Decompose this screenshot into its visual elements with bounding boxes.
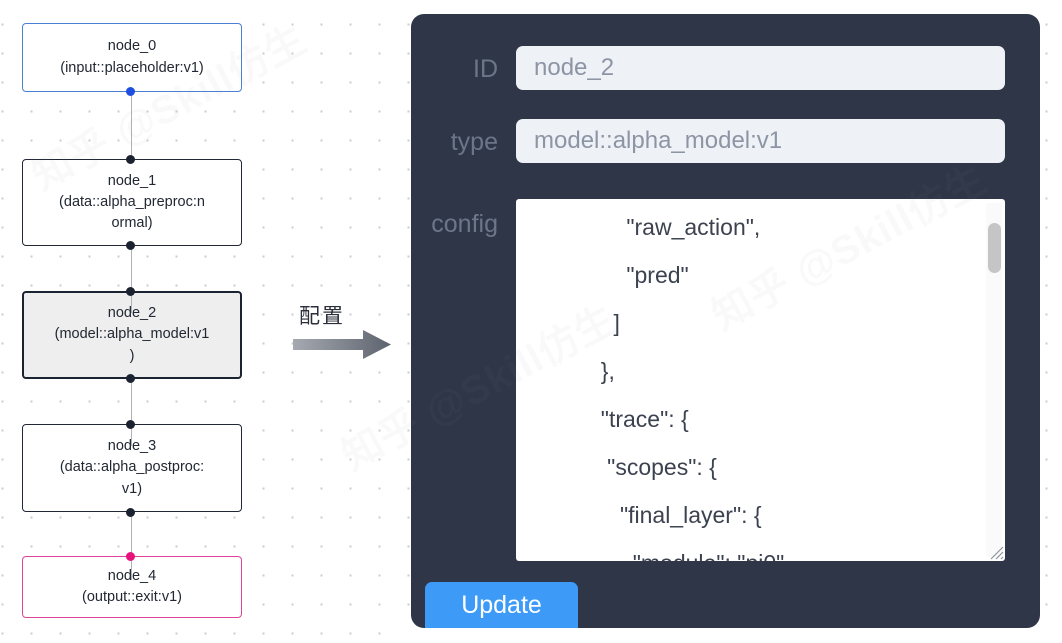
type-input[interactable] [516,119,1005,163]
edge-node2-node3 [130,378,133,446]
node-label-line: node_0 [107,38,157,55]
node-handle-node_1-source[interactable] [126,241,135,250]
node-label-line: (output::exit:v1) [82,589,182,605]
edge-node3-node4 [130,512,133,580]
node-label-line: node_2 [107,305,157,322]
edge-node1-node2 [130,245,133,313]
type-field-label: type [450,128,498,156]
id-input[interactable] [516,46,1005,90]
node-label-line: node_1 [107,172,157,189]
node-config-panel: ID type config [411,14,1040,628]
node-label-line: ormal) [111,215,153,231]
panel-bottom-strip [400,628,1062,643]
config-field-row: config [411,199,1040,561]
node-label-line: (input::placeholder:v1) [60,59,204,76]
node-graph[interactable]: node_0 (input::placeholder:v1) node_1 (d… [0,0,400,643]
node-label-line: (data::alpha_preproc:n [59,193,205,210]
type-field-row: type [411,119,1040,163]
node-handle-node_3-source[interactable] [126,508,135,517]
graph-node-node_1[interactable]: node_1 (data::alpha_preproc:n ormal) [22,159,242,246]
arrow-label: 配置 [299,304,345,328]
config-scrollbar[interactable] [986,203,1002,557]
config-textarea[interactable] [516,199,1005,561]
node-handle-node_2-target[interactable] [126,287,135,296]
node-label-line: (model::alpha_model:v1 [54,326,210,343]
graph-node-node_0[interactable]: node_0 (input::placeholder:v1) [22,23,242,92]
node-handle-node_4-target[interactable] [126,552,135,561]
right-arrow-icon [293,330,391,359]
node-label-line: v1) [121,480,143,497]
config-textarea-wrap [516,199,1005,561]
node-handle-node_3-target[interactable] [126,420,135,429]
edge-node0-node1 [130,92,133,160]
update-button[interactable]: Update [425,582,578,628]
node-handle-node_0-source[interactable] [126,87,135,96]
node-label-line: (data::alpha_postproc: [59,459,205,476]
node-handle-node_2-source[interactable] [126,374,135,383]
node-label-line: ) [129,347,135,364]
node-label-line: node_3 [107,438,157,455]
id-field-row: ID [411,46,1040,90]
node-handle-node_1-target[interactable] [126,155,135,164]
config-field-label: config [431,210,498,238]
config-scrollbar-thumb[interactable] [988,223,1001,273]
id-field-label: ID [473,55,498,83]
